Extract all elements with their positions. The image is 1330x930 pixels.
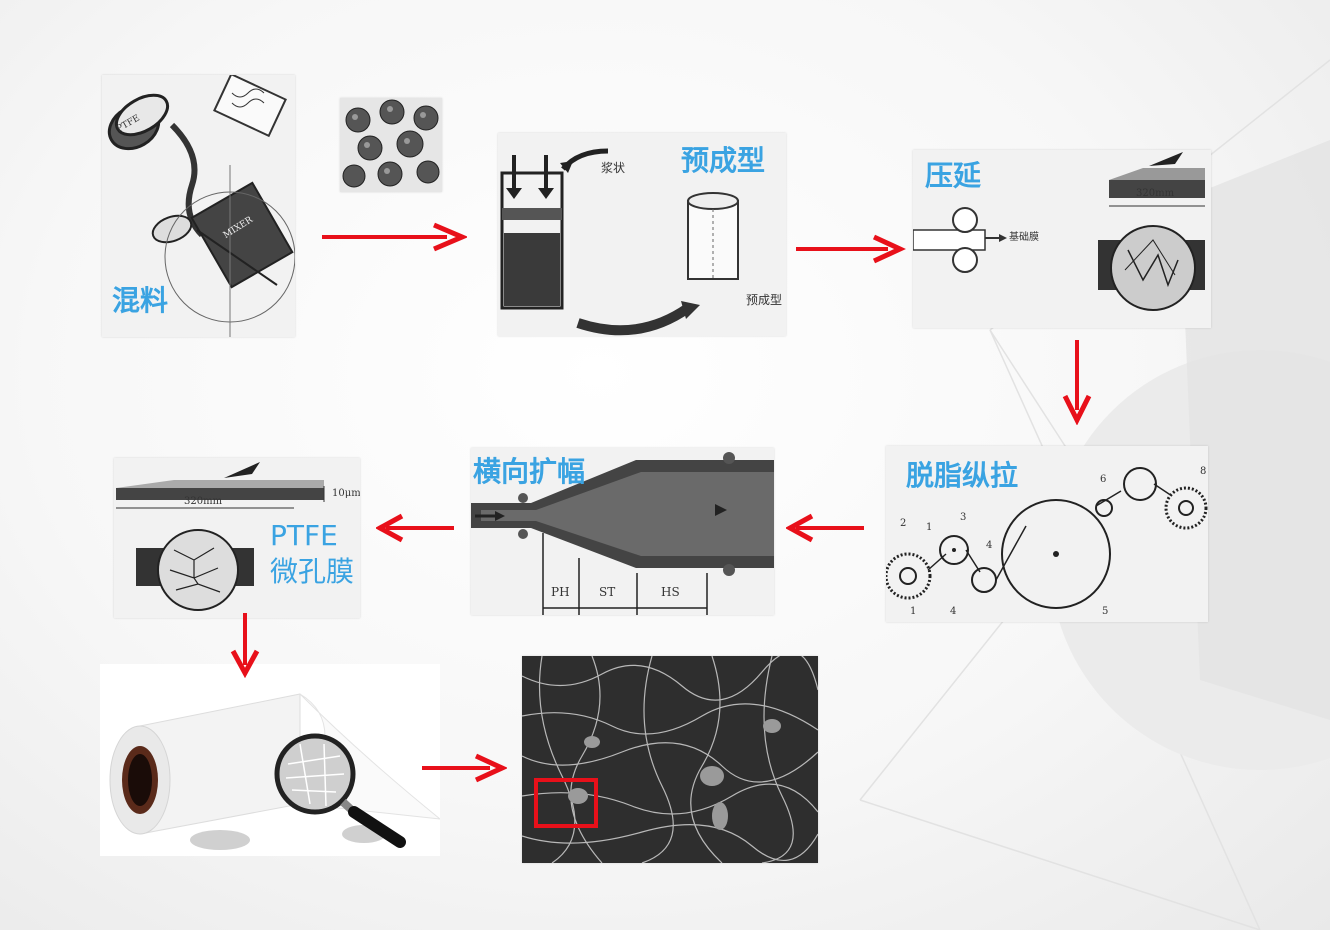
roll-label-4a: 4	[986, 540, 993, 551]
step-label-calendering: 压延	[925, 159, 982, 192]
step-label-transverse: 横向扩幅	[473, 455, 586, 488]
calendering-panel: 压延 320mm 基础膜	[913, 150, 1211, 328]
arrow-stretch-to-transverse	[786, 513, 864, 543]
mixing-panel: PTFE MIXER 混料	[102, 75, 295, 337]
step-label-preform: 预成型	[681, 144, 766, 177]
step-label-membrane-line1: PTFE	[270, 519, 338, 552]
sem-micrograph	[522, 656, 818, 863]
roll-label-2: 2	[900, 518, 907, 529]
step-label-mixing: 混料	[112, 284, 169, 317]
transverse-stretch-panel: 横向扩幅 PH ST HS	[471, 448, 774, 615]
roll-label-1b: 1	[910, 606, 917, 617]
mixer-illustration	[107, 75, 295, 337]
magnifier-icon	[274, 733, 406, 848]
zone-ph-label: PH	[551, 585, 570, 599]
granules-image	[340, 98, 442, 192]
thickness-annotation: 10μm	[332, 488, 360, 499]
arrow-transverse-to-membrane	[376, 513, 454, 543]
membrane-panel: 320mm 10μm PTFE 微孔膜	[114, 458, 360, 618]
step-label-membrane-line2: 微孔膜	[270, 555, 355, 588]
step-label-degrease-stretch: 脱脂纵拉	[906, 459, 1019, 492]
arrow-membrane-to-roll	[230, 613, 260, 678]
preform-panel: 浆状 预成型 预成型	[498, 133, 786, 336]
base-film-annotation: 基础膜	[1009, 232, 1039, 243]
width-annotation-a: 320mm	[1136, 188, 1175, 199]
zone-st-label: ST	[599, 585, 616, 599]
roll-label-6: 6	[1100, 474, 1107, 485]
roll-label-1a: 1	[926, 522, 933, 533]
arrow-roll-to-sem	[422, 753, 507, 783]
paste-annotation: 浆状	[601, 161, 626, 175]
arrow-preform-to-calendering	[796, 234, 906, 264]
roll-label-4b: 4	[950, 606, 957, 617]
roll-label-5: 5	[1102, 606, 1109, 617]
roll-label-8: 8	[1200, 466, 1207, 477]
preform-annotation: 预成型	[746, 293, 783, 307]
arrow-mixing-to-preform	[322, 222, 467, 252]
zone-hs-label: HS	[661, 585, 680, 599]
roll-label-3: 3	[960, 512, 967, 523]
width-annotation-b: 320mm	[184, 496, 223, 507]
degrease-stretch-panel: 脱脂纵拉 2 1 3 4 4 1 5 6 8	[886, 446, 1208, 622]
film-roll-panel	[100, 664, 440, 856]
arrow-calendering-to-stretch	[1062, 340, 1092, 425]
highlight-box	[534, 778, 598, 828]
